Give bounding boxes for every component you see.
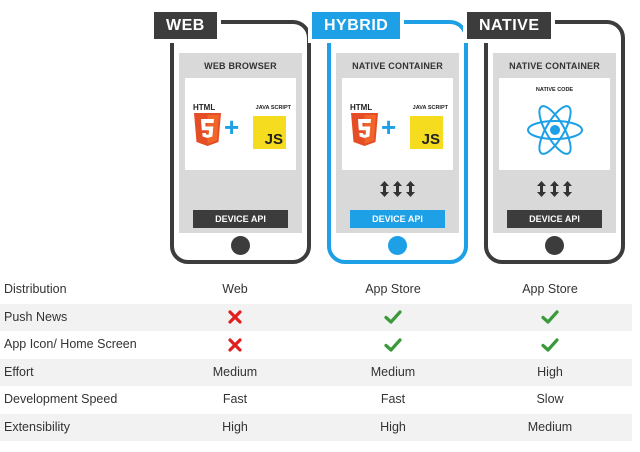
double-arrow-icon [393,181,402,197]
row-label: App Icon/ Home Screen [4,337,137,351]
cross-icon [228,338,242,352]
checkmark-icon [384,310,402,324]
native-content-area: NATIVE CODE [499,78,610,170]
row-label: Extensibility [4,419,70,434]
hybrid-content-area: HTML JAVA SCRIPT + JS [342,78,453,170]
native-code-label: NATIVE CODE [535,87,574,93]
checkmark-icon [541,310,559,324]
web-tag: WEB [150,8,221,43]
javascript-label: JAVA SCRIPT [412,105,448,111]
cell-hybrid: Fast [380,392,406,406]
double-arrow-icon [537,181,546,197]
cell-web: Fast [222,392,248,406]
html5-shield-icon [194,113,221,146]
native-container-label: NATIVE CONTAINER [509,61,600,71]
row-label: Distribution [4,282,67,296]
double-arrow-icon [380,181,389,197]
double-arrow-icon [406,181,415,197]
hybrid-screen: NATIVE CONTAINER HTML JAVA SCRIPT + JS D… [336,53,459,233]
table-row: Push News [0,303,632,332]
cell-web [175,304,295,332]
html-label: HTML [193,103,216,112]
table-row: Effort Medium Medium High [0,358,632,386]
double-arrow-icon [550,181,559,197]
javascript-label: JAVA SCRIPT [255,105,291,111]
cell-hybrid: Medium [370,364,416,379]
native-screen: NATIVE CONTAINER NATIVE CODE DEVICE API [493,53,616,233]
table-row: Development Speed Fast Fast Slow [0,386,632,414]
native-bridge-arrows [493,181,616,197]
hybrid-home-button [387,236,407,255]
javascript-logo-icon: JS [253,116,286,149]
cell-web: Web [222,282,248,296]
native-tag: NATIVE [463,8,556,43]
row-label: Push News [4,309,68,324]
row-label: Effort [4,364,34,379]
cell-native: Medium [527,419,573,434]
native-home-button [544,236,564,255]
cell-web: Medium [212,364,258,379]
native-phone: NATIVE CONTAINER NATIVE CODE DEVICE API [484,20,625,264]
cell-hybrid [333,304,453,332]
cell-web [175,331,295,359]
web-phone: WEB BROWSER HTML JAVA SCRIPT + JS DEVICE… [170,20,311,264]
checkmark-icon [384,338,402,352]
table-row: App Icon/ Home Screen [0,331,632,359]
cell-hybrid: High [380,419,406,434]
html-label: HTML [350,103,373,112]
web-device-api: DEVICE API [193,210,288,228]
web-home-button [230,236,250,255]
cross-icon [228,310,242,324]
web-container-label: WEB BROWSER [204,61,277,71]
web-screen: WEB BROWSER HTML JAVA SCRIPT + JS DEVICE… [179,53,302,233]
row-label: Development Speed [4,392,118,406]
comparison-table: Distribution Web App Store App Store Pus… [0,276,632,441]
html5-shield-icon [351,113,378,146]
hybrid-bridge-arrows [336,181,459,197]
atom-icon [527,105,583,155]
javascript-logo-icon: JS [410,116,443,149]
web-content-area: HTML JAVA SCRIPT + JS [185,78,296,170]
cell-native [490,304,610,332]
cell-web: High [222,419,248,434]
double-arrow-icon [563,181,572,197]
table-row: Extensibility High High Medium [0,413,632,441]
checkmark-icon [541,338,559,352]
hybrid-container-label: NATIVE CONTAINER [352,61,443,71]
cell-native: High [537,364,563,379]
hybrid-device-api: DEVICE API [350,210,445,228]
cell-native: Slow [536,392,564,406]
hybrid-tag: HYBRID [308,8,405,43]
table-row: Distribution Web App Store App Store [0,276,632,304]
cell-native: App Store [522,282,578,296]
cell-native [490,331,610,359]
cell-hybrid: App Store [365,282,421,296]
plus-icon: + [381,112,397,142]
hybrid-phone: NATIVE CONTAINER HTML JAVA SCRIPT + JS D… [327,20,468,264]
native-device-api: DEVICE API [507,210,602,228]
cell-hybrid [333,331,453,359]
plus-icon: + [224,112,240,142]
